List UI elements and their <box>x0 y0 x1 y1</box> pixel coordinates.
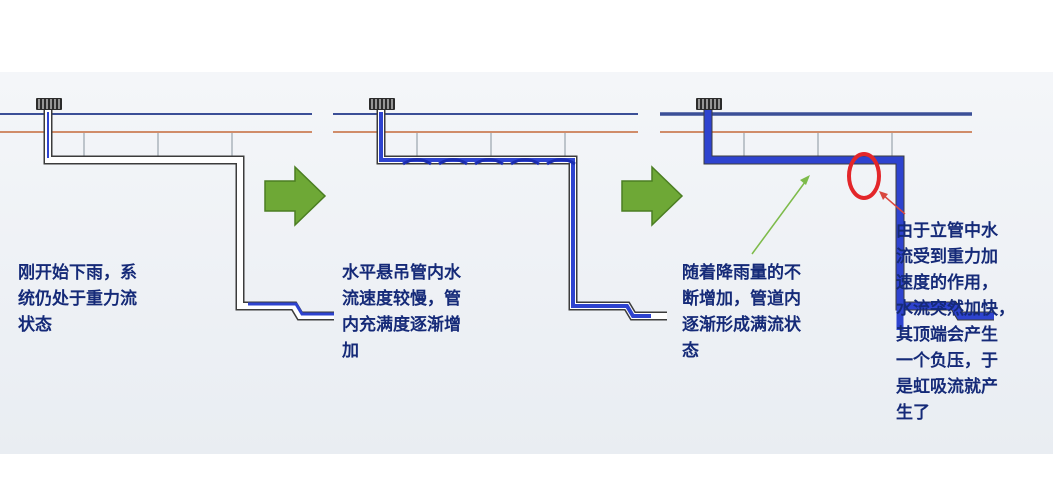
stage-1-caption: 刚开始下雨，系 统仍处于重力流 状态 <box>18 263 137 335</box>
right-arrow-icon-2 <box>621 165 684 227</box>
water-flow-2 <box>379 112 651 318</box>
stage-3-caption: 随着降雨量的不 断增加，管道内 逐渐形成满流状 态 <box>682 263 801 361</box>
circle-highlight-icon <box>847 152 881 200</box>
pipe-bore-1 <box>45 110 334 319</box>
water-wave-2-5 <box>546 158 576 166</box>
water-wave-2-4 <box>510 158 540 166</box>
roof-drain-icon-1 <box>36 98 62 110</box>
water-outlet-1 <box>248 302 334 316</box>
siphon-drainage-diagram <box>0 98 994 330</box>
roof-drain-icon-3 <box>696 98 722 110</box>
diagram-area: 刚开始下雨，系 统仍处于重力流 状态 水平悬吊管内水 流速度较慢，管 内充满度逐… <box>0 72 1053 454</box>
pointer-line-stage-3 <box>751 177 809 255</box>
stage-2-caption: 水平悬吊管内水 流速度较慢，管 内充满度逐渐增 加 <box>342 263 461 361</box>
siphon-explanation: 由于立管中水 流受到重力加 速度的作用， 水流突然加快， 其顶端会产生 一个负压… <box>896 221 1015 423</box>
pointer-line-explanation <box>881 193 906 215</box>
pointer-arrowhead-stage-3 <box>800 175 810 185</box>
water-wave-2-1 <box>402 158 432 166</box>
right-arrow-icon-1 <box>264 165 327 227</box>
water-wave-2-2 <box>438 158 468 166</box>
roof-drain-icon-2 <box>369 98 395 110</box>
water-wave-2-3 <box>474 158 504 166</box>
pointer-arrowhead-explanation <box>879 191 888 200</box>
